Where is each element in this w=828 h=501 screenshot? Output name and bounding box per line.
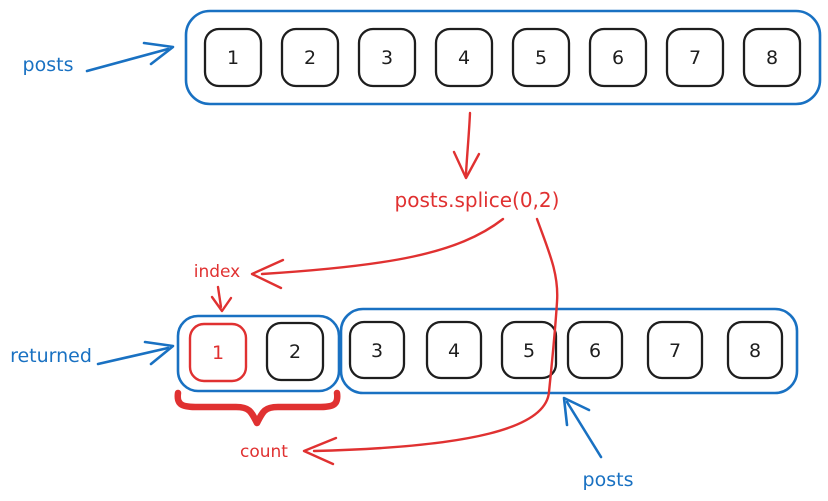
posts-top-arrow xyxy=(85,41,175,73)
array-cell xyxy=(726,320,784,380)
array-cell xyxy=(665,27,725,88)
array-cell xyxy=(348,320,406,380)
remaining-posts-array-cells: 3 4 5 6 7 8 xyxy=(348,320,784,380)
posts-bottom-label: posts xyxy=(583,469,634,491)
cell-value: 1 xyxy=(212,342,224,364)
top-posts-array-container xyxy=(184,9,822,106)
index-pointer-arrow xyxy=(210,285,233,313)
array-cell xyxy=(646,320,704,380)
posts-top-label: posts xyxy=(23,54,74,76)
cell-value: 8 xyxy=(749,340,761,362)
cell-value: 5 xyxy=(523,340,535,362)
cell-value: 4 xyxy=(458,47,470,69)
returned-arrow xyxy=(96,340,175,366)
cell-value: 7 xyxy=(669,340,681,362)
count-arg-arrow xyxy=(302,217,559,466)
cell-value: 4 xyxy=(448,340,460,362)
array-cell xyxy=(425,320,483,380)
cell-value: 8 xyxy=(766,47,778,69)
cell-value: 3 xyxy=(371,340,383,362)
array-cell xyxy=(265,321,325,382)
array-cell xyxy=(742,27,802,88)
returned-brace xyxy=(174,389,341,427)
array-cell xyxy=(588,27,648,88)
array-cell xyxy=(434,27,494,88)
array-cell xyxy=(500,320,558,380)
splice-down-arrow xyxy=(452,111,481,180)
cell-value: 2 xyxy=(304,47,316,69)
index-label: index xyxy=(194,262,241,282)
array-cell xyxy=(280,27,340,88)
array-cell xyxy=(357,27,417,88)
splice-call-label: posts.splice(0,2) xyxy=(395,188,560,212)
array-cell-highlighted xyxy=(188,322,248,383)
array-cell xyxy=(566,320,624,380)
cell-value: 3 xyxy=(381,47,393,69)
posts-bottom-arrow xyxy=(562,396,603,459)
cell-value: 6 xyxy=(612,47,624,69)
returned-array-cells: 1 2 xyxy=(188,321,325,383)
cell-value: 5 xyxy=(535,47,547,69)
cell-value: 1 xyxy=(227,47,239,69)
index-arg-arrow xyxy=(250,217,505,290)
returned-label: returned xyxy=(10,345,92,367)
cell-value: 2 xyxy=(289,341,301,363)
array-cell xyxy=(203,27,263,88)
cell-value: 6 xyxy=(589,340,601,362)
count-label: count xyxy=(240,442,288,462)
array-cell xyxy=(511,27,571,88)
top-posts-array-cells: 1 2 3 4 5 6 7 8 xyxy=(203,27,802,88)
cell-value: 7 xyxy=(689,47,701,69)
